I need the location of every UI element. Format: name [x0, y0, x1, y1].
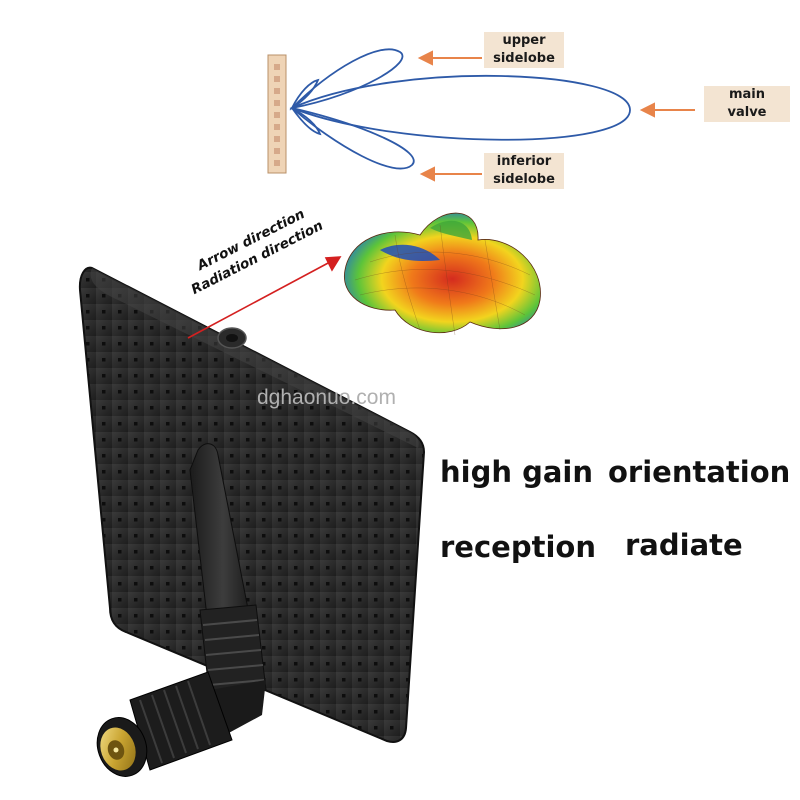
- label-arrows: [417, 50, 695, 182]
- antenna-panel: [78, 266, 426, 743]
- feature-radiate: radiate: [625, 528, 743, 562]
- feature-reception: reception: [440, 530, 596, 564]
- sma-connector: [96, 671, 233, 777]
- main-valve-label: main valve: [704, 86, 790, 122]
- radiation-direction-arrow: [187, 256, 342, 339]
- feature-high-gain: high gain: [440, 455, 594, 489]
- inferior-sidelobe-label: inferior sidelobe: [484, 153, 564, 189]
- feature-orientation: orientation: [608, 455, 791, 489]
- antenna-array-icon: [267, 54, 287, 174]
- antenna-stick: [189, 443, 267, 735]
- 3d-radiation-pattern: [343, 212, 541, 336]
- radiation-pattern-lobes: [289, 48, 631, 170]
- watermark: dghaonuo.com: [257, 386, 396, 409]
- upper-sidelobe-label: upper sidelobe: [484, 32, 564, 68]
